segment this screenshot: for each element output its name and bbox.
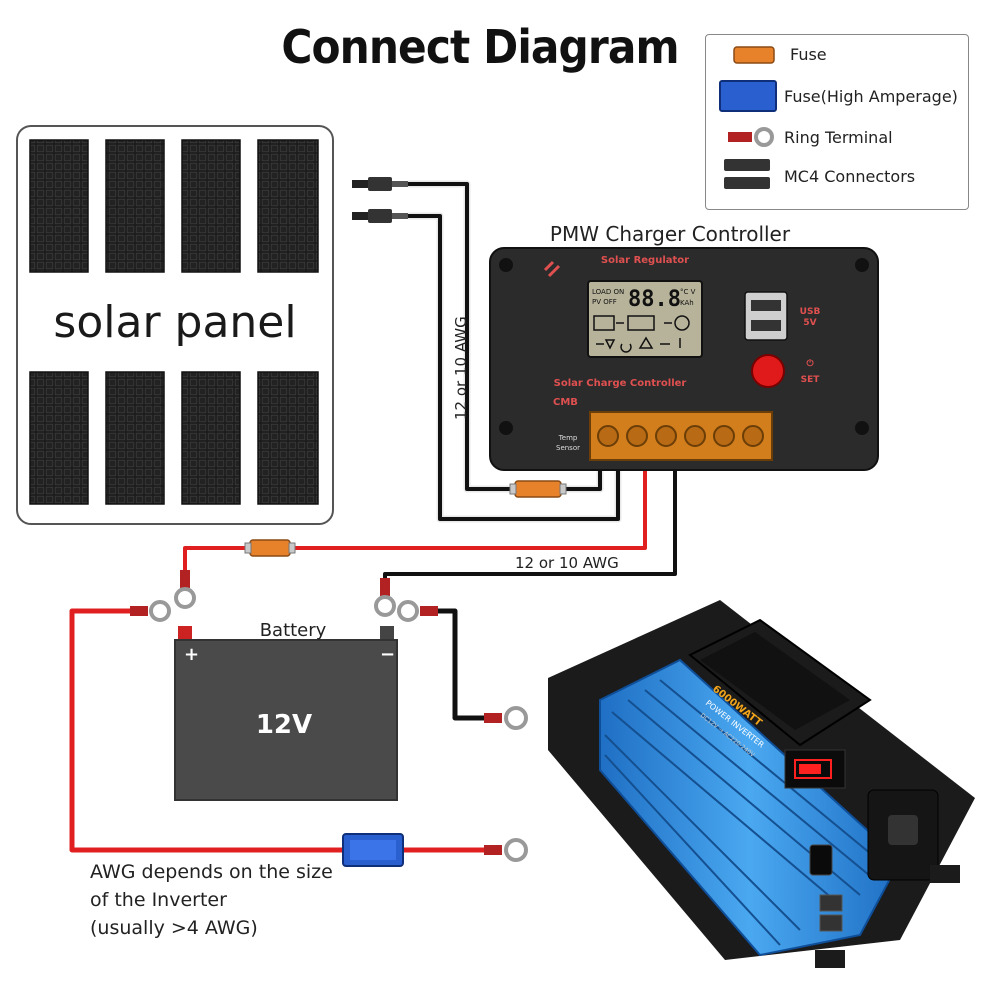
set-label: SET bbox=[801, 375, 821, 385]
legend: Fuse Fuse(High Amperage) Ring Terminal M… bbox=[705, 34, 969, 210]
ring-terminal-inverter-end-positive bbox=[484, 838, 528, 862]
mc4-connectors bbox=[352, 177, 408, 223]
solar-negative-wire bbox=[408, 214, 620, 521]
terminal-block bbox=[589, 411, 773, 461]
ring-terminal-inverter-positive bbox=[130, 600, 171, 622]
ring-terminal-controller-positive bbox=[174, 570, 196, 609]
controller-brand: CMB bbox=[553, 397, 578, 408]
fuse-icon bbox=[733, 46, 775, 64]
inverter-positive-wire bbox=[69, 608, 345, 853]
solar-cells-bottom-row bbox=[29, 371, 319, 505]
note-line-2: of the Inverter bbox=[90, 889, 227, 911]
lcd-digits: 88.8 bbox=[628, 287, 681, 312]
ring-terminal-inverter-negative bbox=[397, 600, 438, 622]
charge-controller: Solar Regulator LOAD ON PV OFF 88.8 °C V… bbox=[489, 247, 879, 471]
battery-plus: + bbox=[184, 644, 199, 665]
legend-high-amp-fuse-label: Fuse(High Amperage) bbox=[784, 87, 958, 106]
diagram-title: Connect Diagram bbox=[281, 20, 679, 74]
usb-label: USB bbox=[800, 307, 821, 317]
lcd-panel-icon bbox=[593, 315, 615, 331]
awg-vertical-label: 12 or 10 AWG bbox=[452, 316, 470, 420]
lcd-battery-icon bbox=[627, 315, 655, 331]
inverter-foot bbox=[815, 950, 845, 968]
solar-fuse bbox=[509, 480, 567, 498]
controller-header: Solar Regulator bbox=[601, 255, 689, 266]
lcd-status-icons bbox=[596, 336, 681, 353]
awg-horizontal-label: 12 or 10 AWG bbox=[515, 554, 619, 572]
solar-cells-top-row bbox=[29, 139, 319, 273]
legend-mc4-label: MC4 Connectors bbox=[784, 167, 916, 186]
sensor-label: Sensor bbox=[556, 444, 580, 452]
solar-panel-label: solar panel bbox=[53, 297, 296, 348]
legend-fuse-label: Fuse bbox=[790, 45, 827, 64]
set-button[interactable] bbox=[751, 354, 785, 388]
battery-fuse bbox=[244, 539, 296, 557]
high-amperage-fuse bbox=[342, 833, 404, 867]
power-icon: ⏻ bbox=[806, 358, 814, 369]
note-line-1: AWG depends on the size bbox=[90, 861, 333, 883]
solar-positive-wire bbox=[408, 182, 602, 491]
inverter-wires bbox=[69, 608, 487, 853]
battery-caption: Battery bbox=[260, 620, 327, 641]
lcd-units-top: °C V bbox=[680, 288, 696, 296]
lcd-bulb-icon bbox=[674, 315, 690, 331]
battery-positive-wire bbox=[183, 470, 647, 580]
inverter-power-switch[interactable] bbox=[809, 844, 833, 876]
high-amperage-fuse-icon bbox=[719, 80, 777, 112]
battery-minus: − bbox=[380, 644, 395, 665]
solar-wires bbox=[408, 180, 622, 523]
usb-voltage-label: 5V bbox=[803, 318, 816, 328]
controller-name: Solar Charge Controller bbox=[554, 378, 687, 389]
thermometer-icon bbox=[543, 260, 561, 278]
ring-terminal-controller-negative bbox=[374, 578, 396, 617]
controller-caption: PMW Charger Controller bbox=[550, 222, 791, 246]
solar-panel: solar panel bbox=[16, 125, 334, 525]
temp-label: Temp bbox=[558, 434, 578, 442]
inverter-battery-icon bbox=[794, 759, 832, 779]
legend-icons bbox=[719, 46, 777, 189]
battery: + − 12V bbox=[174, 626, 398, 801]
ring-terminal-inverter-end-negative bbox=[484, 706, 528, 730]
lcd-load-on: LOAD ON bbox=[592, 288, 624, 296]
battery-ring-terminals bbox=[130, 570, 438, 622]
lcd-units-bottom: KAh bbox=[680, 299, 694, 307]
mc4-connector-positive bbox=[352, 177, 408, 191]
inverter-negative-wire bbox=[438, 608, 487, 721]
lcd-screen bbox=[587, 280, 703, 358]
lcd-pv-off: PV OFF bbox=[592, 298, 617, 306]
usb-ports bbox=[744, 291, 788, 341]
battery-voltage: 12V bbox=[256, 710, 312, 740]
ring-terminal-icon bbox=[728, 127, 774, 147]
inverter-usb-port[interactable] bbox=[819, 894, 843, 912]
note-line-3: (usually >4 AWG) bbox=[90, 917, 258, 939]
mc4-connector-negative bbox=[352, 209, 408, 223]
legend-ring-terminal-label: Ring Terminal bbox=[784, 128, 893, 147]
power-inverter: 6000WATT POWER INVERTER DC12V → AC220-24… bbox=[548, 600, 975, 968]
mc4-connector-icon bbox=[724, 159, 770, 189]
